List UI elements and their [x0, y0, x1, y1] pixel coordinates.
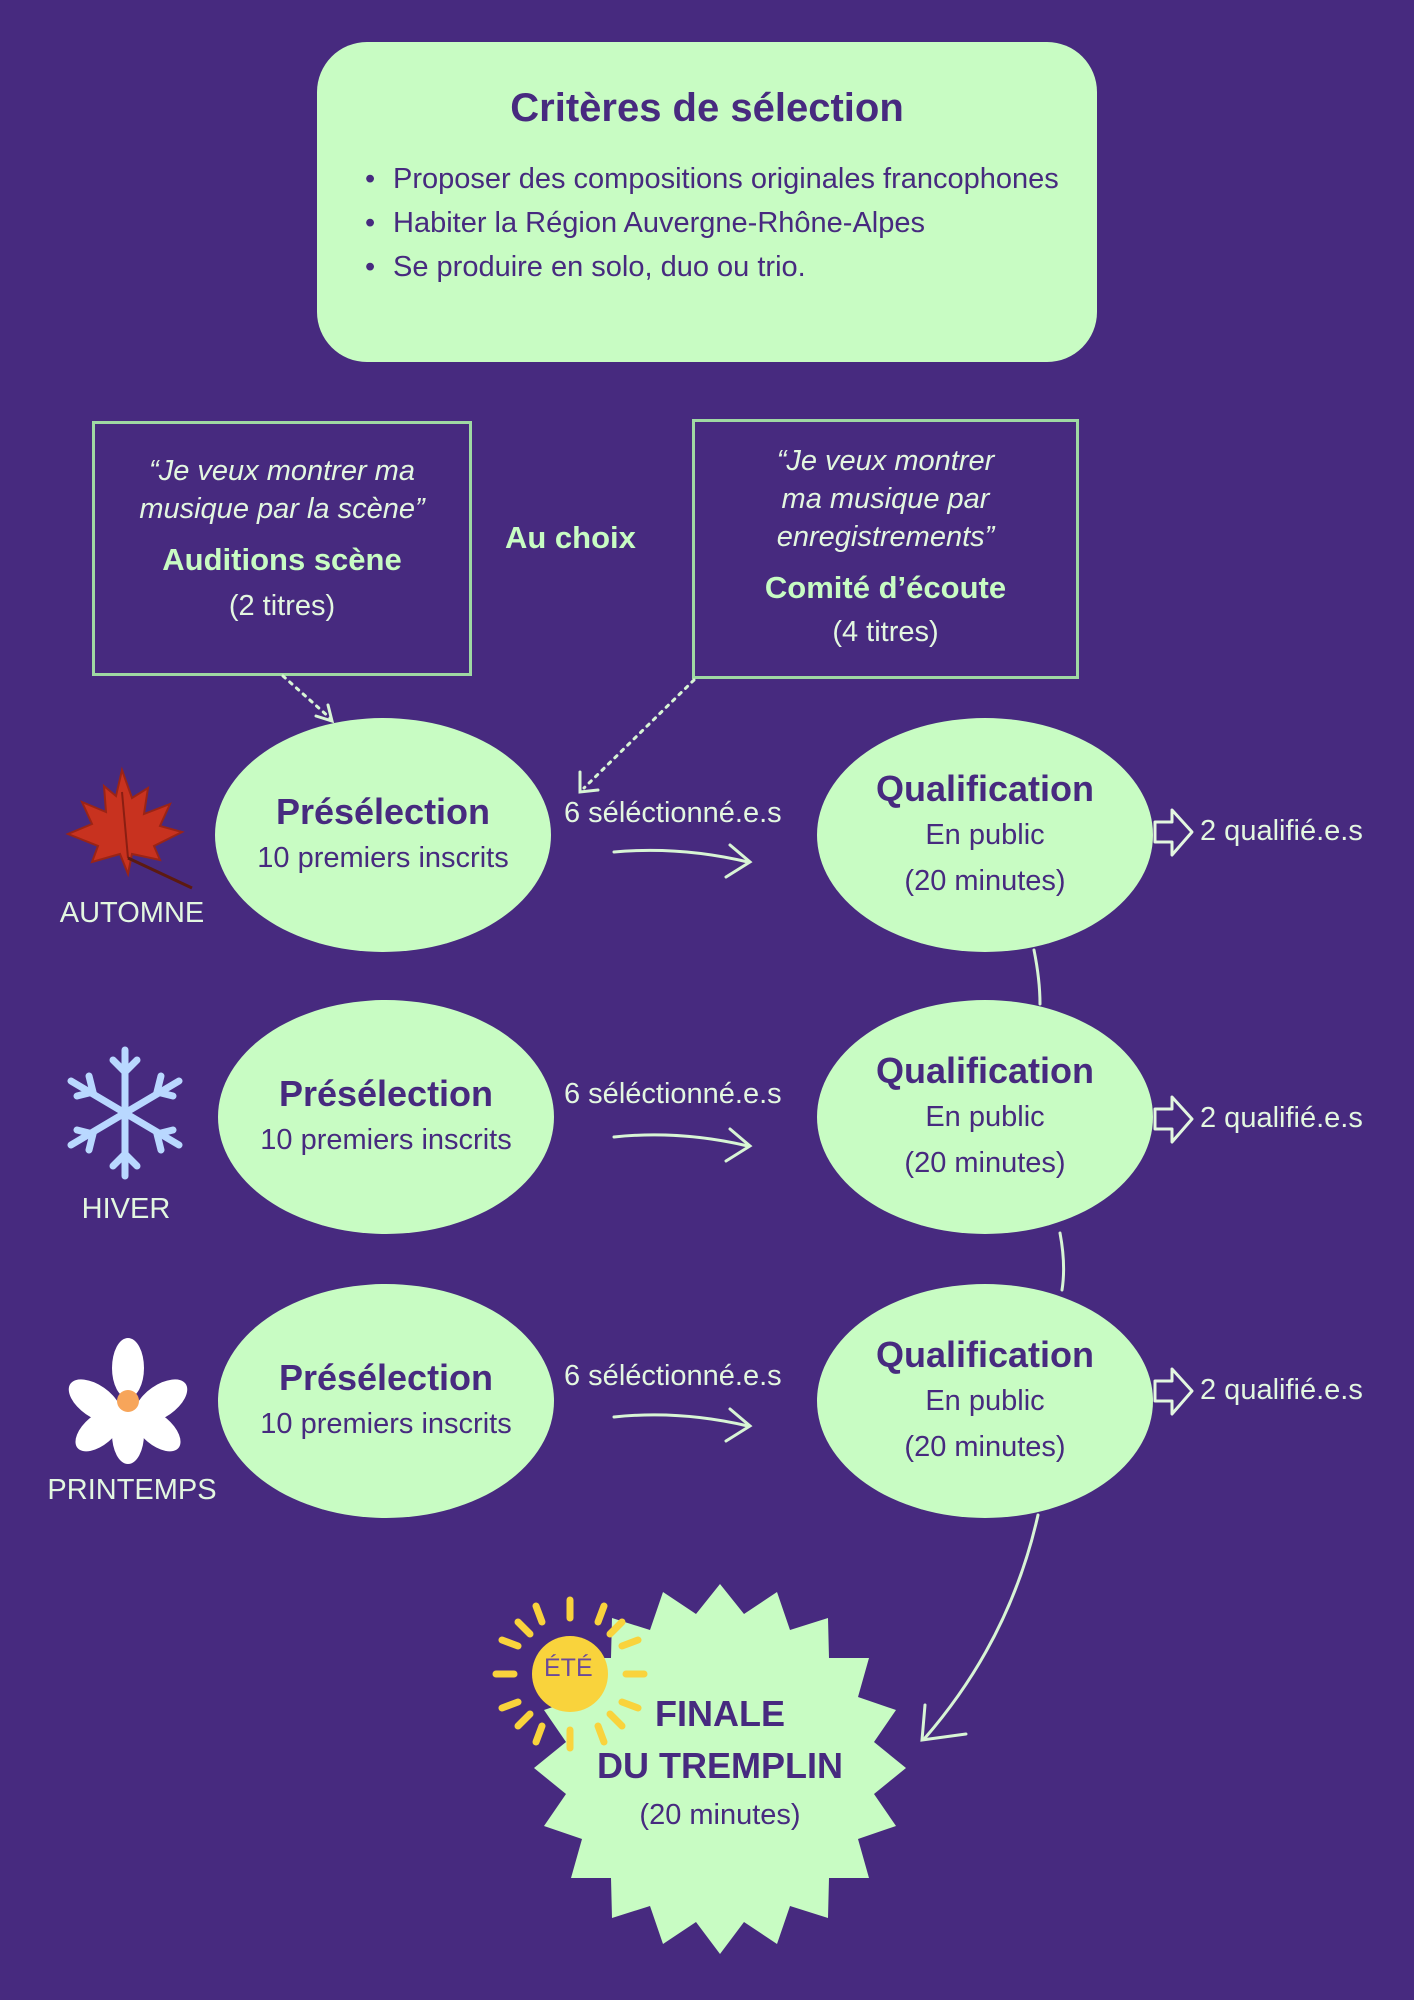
selection-arrowhead	[724, 1127, 753, 1163]
season-label: HIVER	[81, 1193, 171, 1225]
dotted-arrow-right	[582, 678, 696, 790]
preselection-ellipse: Présélection 10 premiers inscrits	[218, 1284, 554, 1518]
criteria-item: Se produire en solo, duo ou trio.	[365, 245, 1059, 289]
choice-subtitle: (4 titres)	[832, 616, 939, 648]
preselection-title: Présélection	[278, 1073, 494, 1114]
preselection-ellipse: Présélection 10 premiers inscrits	[215, 718, 551, 952]
choice-box-comite: “Je veux montrer ma musique par enregist…	[692, 419, 1079, 679]
qualification-line: En public	[925, 819, 1045, 851]
season-label: PRINTEMPS	[47, 1474, 217, 1506]
criteria-list: Proposer des compositions originales fra…	[365, 157, 1059, 289]
finale-arrow	[923, 1513, 1040, 1740]
choice-quote-line: enregistrements”	[776, 521, 995, 553]
choice-quote-line: ma musique par	[781, 483, 990, 515]
qualification-line: (20 minutes)	[904, 1147, 1066, 1179]
qualification-line: (20 minutes)	[904, 865, 1066, 897]
dotted-arrowhead-left	[314, 703, 335, 724]
snowflake-icon	[67, 1046, 183, 1180]
finale-title-line: DU TREMPLIN	[597, 1745, 843, 1786]
qualification-title: Qualification	[875, 768, 1095, 809]
qualified-label: 2 qualifié.e.s	[1200, 1102, 1363, 1134]
preselection-subtitle: 10 premiers inscrits	[260, 1124, 512, 1156]
dotted-arrowhead-right	[578, 770, 600, 794]
qualification-line: En public	[925, 1385, 1045, 1417]
selection-arrow	[612, 848, 750, 864]
qualification-connector	[1032, 948, 1042, 1006]
qualified-label: 2 qualifié.e.s	[1200, 1374, 1363, 1406]
criteria-item: Habiter la Région Auvergne-Rhône-Alpes	[365, 201, 1059, 245]
choice-title: Auditions scène	[162, 542, 402, 577]
preselection-title: Présélection	[275, 791, 491, 832]
au-choix-label: Au choix	[505, 520, 636, 555]
choice-quote-line: “Je veux montrer	[776, 445, 995, 477]
preselection-subtitle: 10 premiers inscrits	[257, 842, 509, 874]
choice-title: Comité d’écoute	[764, 570, 1007, 605]
selection-arrowhead	[724, 1407, 753, 1443]
finale-title-line: FINALE	[655, 1693, 785, 1734]
selected-label: 6 séléctionné.e.s	[564, 1078, 782, 1110]
sun-icon	[492, 1596, 648, 1752]
finale-season-label: ÉTÉ	[544, 1654, 593, 1682]
qualification-title: Qualification	[875, 1334, 1095, 1375]
qualification-ellipse: Qualification En public (20 minutes)	[817, 1284, 1153, 1518]
flower-icon	[68, 1338, 188, 1464]
preselection-title: Présélection	[278, 1357, 494, 1398]
criteria-box: Critères de sélection Proposer des compo…	[317, 42, 1097, 362]
selection-arrowhead	[724, 843, 753, 879]
choice-quote-line: “Je veux montrer ma	[149, 455, 415, 487]
qualification-line: (20 minutes)	[904, 1431, 1066, 1463]
qualification-ellipse: Qualification En public (20 minutes)	[817, 1000, 1153, 1234]
preselection-ellipse: Présélection 10 premiers inscrits	[218, 1000, 554, 1234]
choice-box-auditions: “Je veux montrer ma musique par la scène…	[92, 421, 472, 676]
qualification-line: En public	[925, 1101, 1045, 1133]
finale-arrowhead	[920, 1703, 968, 1742]
qualification-connector	[1058, 1231, 1066, 1292]
selected-label: 6 séléctionné.e.s	[564, 797, 782, 829]
choice-subtitle: (2 titres)	[228, 590, 336, 622]
qualification-ellipse: Qualification En public (20 minutes)	[817, 718, 1153, 952]
qualified-arrow-icon	[1153, 808, 1194, 857]
choice-quote-line: musique par la scène”	[139, 493, 425, 525]
season-label: AUTOMNE	[59, 897, 205, 929]
qualification-title: Qualification	[875, 1050, 1095, 1091]
dotted-arrow-left	[281, 674, 332, 720]
preselection-subtitle: 10 premiers inscrits	[260, 1408, 512, 1440]
qualified-arrow-icon	[1153, 1367, 1194, 1416]
criteria-item: Proposer des compositions originales fra…	[365, 157, 1059, 201]
finale-text: FINALE DU TREMPLIN (20 minutes)	[560, 1688, 880, 1838]
selection-arrow	[612, 1133, 750, 1148]
selected-label: 6 séléctionné.e.s	[564, 1360, 782, 1392]
qualified-arrow-icon	[1153, 1095, 1194, 1144]
maple-leaf-icon	[65, 766, 193, 890]
selection-arrow	[612, 1413, 750, 1428]
finale-subtitle: (20 minutes)	[639, 1799, 801, 1831]
criteria-title: Critères de sélection	[510, 86, 904, 130]
qualified-label: 2 qualifié.e.s	[1200, 815, 1363, 847]
